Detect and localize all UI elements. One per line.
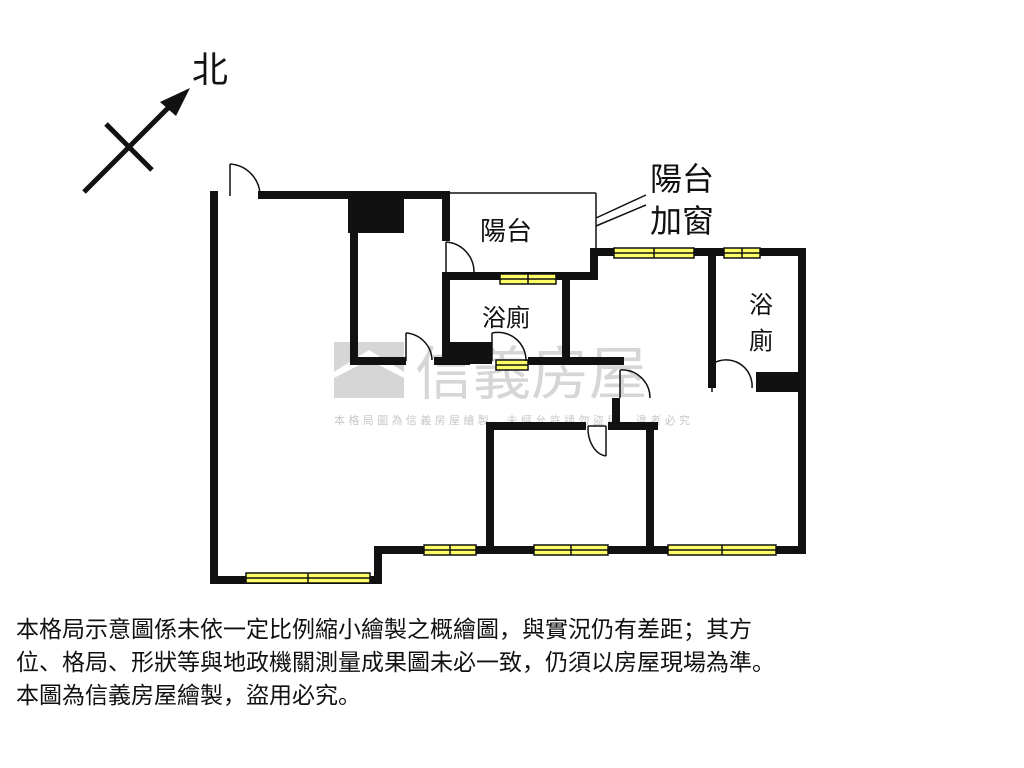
balcony-outline <box>448 192 597 250</box>
disclaimer-line-1: 本格局示意圖係未依一定比例縮小繪製之概繪圖，與實況仍有差距；其方 <box>16 617 752 643</box>
window-bottom-3 <box>533 544 609 556</box>
watermark-caption: 本格局圖為信義房屋繪製，未經允許請勿盜用，違者必究 <box>334 413 690 427</box>
compass-arrow-head-icon <box>160 88 190 116</box>
door-room-left-icon <box>405 332 433 361</box>
doors <box>229 163 753 457</box>
watermark: 信義房屋 本格局圖為信義房屋繪製，未經允許請勿盜用，違者必究 <box>334 340 690 427</box>
door-balcony-icon <box>445 241 475 273</box>
room-label-balcony: 陽台 <box>480 217 532 247</box>
callout-line-2: 加窗 <box>650 202 714 240</box>
disclaimer: 本格局示意圖係未依一定比例縮小繪製之概繪圖，與實況仍有差距；其方 位、格局、形狀… <box>16 614 1016 713</box>
door-corridor-icon <box>619 369 651 399</box>
window-balcony <box>499 273 557 285</box>
disclaimer-line-2: 位、格局、形狀等與地政機關測量成果圖未必一致，仍須以房屋現場為準。 <box>16 650 775 676</box>
door-entrance-icon <box>229 163 261 196</box>
watermark-logo-icon <box>334 342 404 398</box>
callout-leader <box>595 194 647 227</box>
window-top-center <box>613 247 695 259</box>
window-bottom-2 <box>423 544 477 556</box>
window-top-right <box>723 247 761 259</box>
callout-line-1: 陽台 <box>650 160 714 198</box>
compass-cross-stroke <box>104 122 154 172</box>
door-bath-center-icon <box>491 331 527 362</box>
north-label: 北 <box>192 50 228 91</box>
room-label-bath-right-bottom: 廁 <box>749 327 773 355</box>
door-lower-room-icon <box>587 425 607 457</box>
disclaimer-line-3: 本圖為信義房屋繪製，盜用必究。 <box>16 683 361 709</box>
window-bath-center <box>495 359 529 371</box>
room-label-bath-right-top: 浴 <box>749 291 773 319</box>
window-bottom-left <box>245 572 371 584</box>
north-arrow <box>82 88 190 194</box>
door-bath-right-icon <box>711 359 753 392</box>
windows <box>245 247 777 584</box>
room-label-bath-center: 浴廁 <box>482 304 530 332</box>
window-bottom-4 <box>667 544 777 556</box>
